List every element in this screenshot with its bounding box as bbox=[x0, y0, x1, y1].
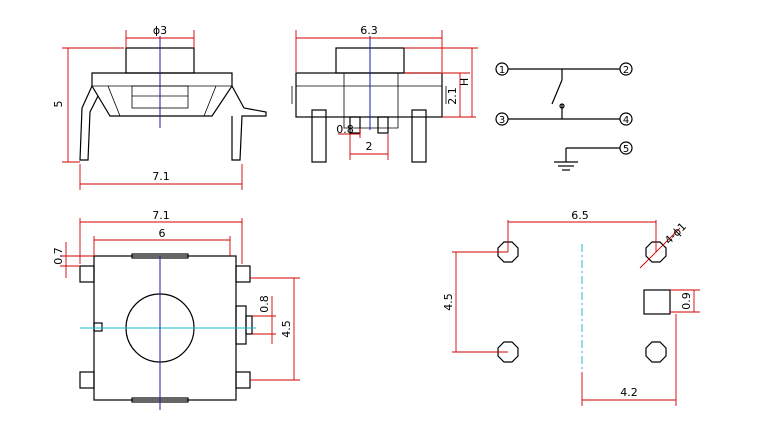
hole-top-left bbox=[497, 241, 519, 263]
side-width-label: 6.3 bbox=[360, 24, 378, 37]
pin-1: 1 bbox=[495, 62, 509, 76]
top-inner-width-label: 6 bbox=[159, 227, 166, 240]
fp-hole-label: 4-ϕ1 bbox=[662, 220, 689, 247]
front-diameter-label: ϕ3 bbox=[153, 24, 167, 37]
top-width-label: 7.1 bbox=[152, 209, 170, 222]
side-body-height-label: 2.1 bbox=[446, 87, 459, 105]
hole-bottom-right bbox=[645, 341, 667, 363]
top-tab-height-label: 0.8 bbox=[258, 295, 271, 313]
schematic: 1 2 3 4 5 bbox=[495, 62, 633, 171]
ground-pad bbox=[643, 289, 671, 315]
front-view: ϕ3 5 7.1 bbox=[52, 24, 267, 190]
front-width-label: 7.1 bbox=[152, 170, 170, 183]
side-pin-pitch-label: 2 bbox=[366, 140, 373, 153]
side-pin-right bbox=[411, 109, 427, 163]
side-pin-left bbox=[311, 109, 327, 163]
pin-5: 5 bbox=[619, 141, 633, 155]
svg-text:5: 5 bbox=[623, 144, 629, 155]
switch-body bbox=[91, 72, 233, 117]
fp-pad-height-label: 0.9 bbox=[680, 292, 693, 310]
fp-pad-offset-label: 4.2 bbox=[620, 386, 638, 399]
top-pin-offset-label: 0.7 bbox=[52, 247, 65, 265]
right-lead bbox=[231, 85, 267, 161]
hole-top-right bbox=[645, 241, 667, 263]
fp-y-pitch-label: 4.5 bbox=[442, 293, 455, 311]
fp-x-pitch-label: 6.5 bbox=[571, 209, 589, 222]
top-view: 7.1 6 0.7 0.8 4.5 bbox=[52, 209, 300, 410]
front-height-label: 5 bbox=[52, 101, 65, 108]
left-lead bbox=[79, 85, 99, 161]
side-view: 6.3 2.1 H 0.8 2 bbox=[291, 24, 478, 163]
svg-text:1: 1 bbox=[499, 65, 505, 76]
pin-3: 3 bbox=[495, 112, 509, 126]
top-pin-pitch-label: 4.5 bbox=[280, 320, 293, 338]
svg-text:2: 2 bbox=[623, 65, 629, 76]
side-pin-offset-label: 0.8 bbox=[336, 123, 354, 136]
pin-4: 4 bbox=[619, 112, 633, 126]
side-h-label: H bbox=[458, 78, 471, 86]
svg-text:3: 3 bbox=[499, 115, 505, 126]
hole-bottom-left bbox=[497, 341, 519, 363]
pcb-footprint: 6.5 4-ϕ1 4.5 0.9 4.2 bbox=[442, 209, 700, 406]
svg-text:4: 4 bbox=[623, 115, 629, 126]
pin-2: 2 bbox=[619, 62, 633, 76]
